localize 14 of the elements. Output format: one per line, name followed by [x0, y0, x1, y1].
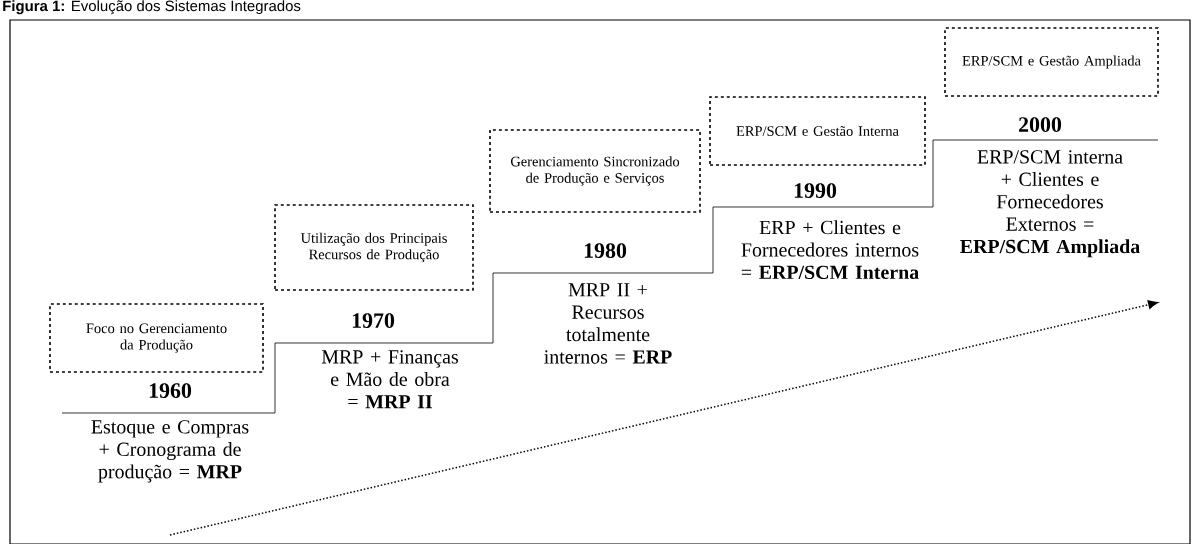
milestone-text: MRP + Finanças e Mão de obra = MRP II	[321, 350, 458, 409]
milestone-text: ERP + Clientes e Fornecedores internos = ERP/SCM Interna	[741, 220, 919, 280]
phase-box: ERP/SCM e Gestão Ampliada	[944, 27, 1159, 97]
year-label: 2000	[1019, 117, 1062, 132]
milestone-text: MRP II + Recursos totalmente internos = ERP	[544, 283, 672, 364]
phase-box: Foco no Gerenciamento da Produção	[49, 303, 264, 373]
phase-box: Gerenciamento Sincronizado de Produção e Serviços	[489, 129, 701, 213]
phase-box: ERP/SCM e Gestão Interna	[709, 96, 926, 166]
milestone-text: Estoque e Compras + Cronograma de produção = MRP	[91, 420, 249, 483]
year-label: 1980	[584, 243, 627, 258]
figure-title: Figura 1: Evolução dos Sistemas Integrados	[3, 0, 301, 15]
milestone-text: ERP/SCM interna + Clientes e Fornecedores Externos = ERP/SCM Ampliada	[960, 150, 1140, 258]
phase-box: Utilização dos Principais Recursos de Produção	[274, 204, 474, 291]
year-label: 1970	[352, 313, 395, 328]
